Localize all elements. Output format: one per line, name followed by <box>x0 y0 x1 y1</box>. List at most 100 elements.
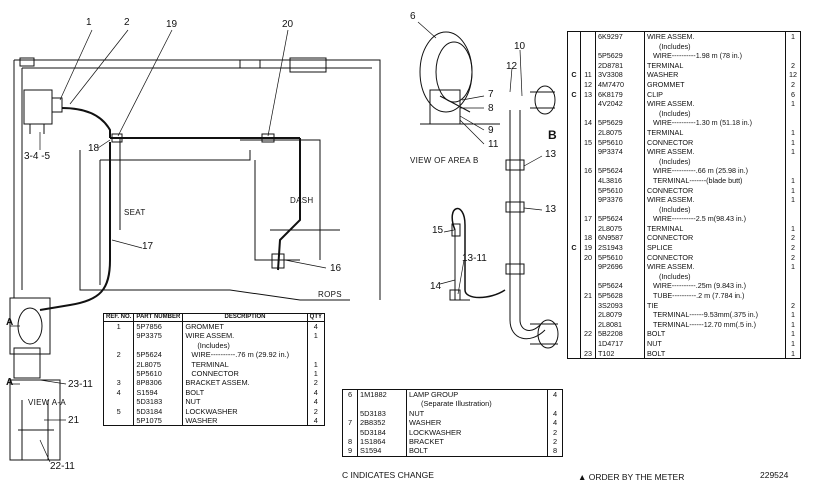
ref-cell <box>580 262 596 272</box>
qty-cell: 1 <box>785 31 801 42</box>
callout-10: 10 <box>514 41 526 52</box>
qty-cell: 1 <box>785 185 801 196</box>
ref-cell <box>580 281 596 292</box>
upper-lamp <box>419 31 500 125</box>
description-cell: WIRE----------.25m (9.843 in.) <box>644 281 786 292</box>
part-number-cell: 9P3375 <box>133 331 183 341</box>
callout-17: 17 <box>142 241 154 252</box>
qty-cell: 1 <box>785 329 801 339</box>
ref-cell: 5 <box>116 406 121 416</box>
callout-8: 8 <box>488 103 494 114</box>
part-number-cell: 2L8075 <box>133 359 183 370</box>
description-cell: TIE <box>644 300 786 311</box>
part-number-cell <box>595 204 645 215</box>
change-mark-cell: C <box>571 70 577 80</box>
qty-cell: 1 <box>306 369 325 379</box>
loop-wire <box>449 207 506 301</box>
ref-cell: 16 <box>580 166 596 176</box>
qty-cell <box>306 340 325 351</box>
change-mark-cell: C <box>571 89 577 99</box>
wiring-harness <box>39 107 301 311</box>
ref-cell <box>104 416 134 426</box>
description-cell: WIRE ASSEM. <box>182 331 308 341</box>
part-number-cell: 5D3184 <box>133 406 183 417</box>
ref-cell <box>580 185 596 196</box>
col-part-number: PART NUMBER <box>133 313 183 322</box>
qty-cell: 2 <box>306 378 325 388</box>
callout-16: 16 <box>330 263 342 274</box>
lower-lamp-assembly <box>9 297 61 461</box>
qty-cell <box>785 118 801 128</box>
ref-cell: 3 <box>116 378 121 388</box>
callout-21: 21 <box>68 415 80 426</box>
qty-cell: 4 <box>306 387 325 398</box>
ref-cell: 13 <box>580 89 596 100</box>
ref-cell: 22 <box>580 329 596 339</box>
change-mark-cell <box>568 157 581 167</box>
part-number-cell: 2L8081 <box>595 319 645 330</box>
description-cell: BOLT <box>182 387 308 398</box>
ref-cell <box>580 175 596 186</box>
table-row: (Includes) <box>568 204 801 215</box>
change-mark-cell <box>568 281 581 291</box>
part-number-cell: 5P5628 <box>595 291 645 301</box>
ref-cell <box>580 127 596 138</box>
description-cell: WASHER <box>406 418 548 428</box>
part-number-cell: S1594 <box>133 387 183 398</box>
ref-cell <box>580 147 596 157</box>
drawing-number: 229524 <box>760 470 789 480</box>
qty-cell: 4 <box>306 416 325 426</box>
description-cell: (Includes) <box>644 156 786 167</box>
label-view-of-area-b: VIEW OF AREA B <box>410 156 479 165</box>
qty-cell: 1 <box>785 310 801 320</box>
callout-19: 19 <box>166 19 178 30</box>
part-number-cell: 9P3374 <box>595 147 645 157</box>
qty-cell: 1 <box>785 195 801 205</box>
callout-3-4-5: 3-4 -5 <box>24 151 51 162</box>
change-mark-cell <box>568 42 581 52</box>
description-cell: (Includes) <box>644 108 786 119</box>
ref-cell <box>580 99 596 109</box>
description-cell: (Includes) <box>644 41 786 52</box>
callout-23-11: 23-11 <box>68 379 93 390</box>
part-number-cell: 5P5629 <box>595 51 645 61</box>
part-number-cell: 8P8306 <box>133 378 183 388</box>
qty-cell: 2 <box>785 60 801 71</box>
ref-cell: 21 <box>580 291 596 301</box>
leader-lines <box>9 21 543 463</box>
part-number-cell: 5P5610 <box>595 137 645 148</box>
qty-cell: 2 <box>785 252 801 263</box>
part-number-cell <box>595 108 645 119</box>
qty-cell: 2 <box>547 437 563 447</box>
description-cell: GROMMET <box>644 79 786 90</box>
description-cell: WIRE ASSEM. <box>644 195 786 205</box>
qty-cell <box>785 271 801 282</box>
ref-cell <box>580 31 596 42</box>
description-cell: TUBE----------.2 m (7.784 in.) <box>644 291 786 301</box>
ref-cell: 17 <box>580 214 596 224</box>
table-row: (Includes) <box>568 41 801 52</box>
description-cell: BOLT <box>406 446 548 457</box>
description-cell: TERMINAL------12.70 mm(.5 in.) <box>644 319 786 330</box>
part-number-cell <box>133 340 183 351</box>
part-number-cell: 5P5610 <box>133 369 183 379</box>
callout-15: 15 <box>432 225 444 236</box>
part-number-cell: 5P7856 <box>133 321 183 332</box>
part-number-cell: 5B2208 <box>595 329 645 339</box>
callout-9: 9 <box>488 125 494 136</box>
qty-cell: 2 <box>785 300 801 311</box>
